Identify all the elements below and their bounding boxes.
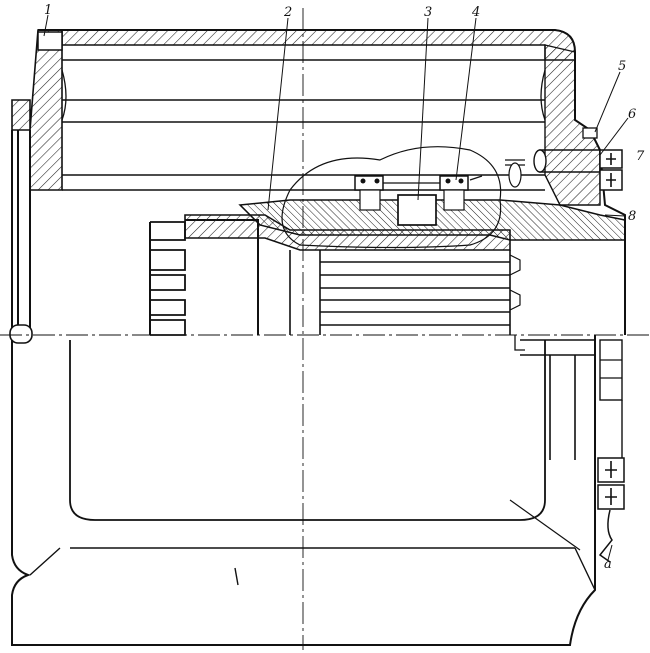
top-cap (37, 31, 63, 51)
center-lines (0, 8, 650, 650)
brush-holder (354, 175, 483, 226)
end-bolts (505, 127, 623, 191)
callout-2: 2 (283, 5, 292, 20)
housing-top-wall (61, 29, 576, 61)
callouts: 1 2 3 4 5 6 7 8 a (44, 3, 645, 572)
callout-7: 7 (636, 149, 645, 164)
callout-6: 6 (628, 107, 636, 122)
rotor-laminations (289, 250, 521, 335)
leader-lines (43, 14, 629, 561)
callout-3: 3 (424, 5, 432, 20)
callout-1: 1 (44, 3, 52, 18)
housing-left-wall (11, 29, 63, 191)
housing-right-wall (544, 44, 601, 206)
lower-view (11, 335, 625, 646)
callout-5: 5 (618, 59, 626, 74)
callout-a: a (604, 557, 612, 572)
upper-section (9, 29, 626, 344)
callout-8: 8 (628, 209, 636, 224)
callout-4: 4 (471, 5, 480, 20)
